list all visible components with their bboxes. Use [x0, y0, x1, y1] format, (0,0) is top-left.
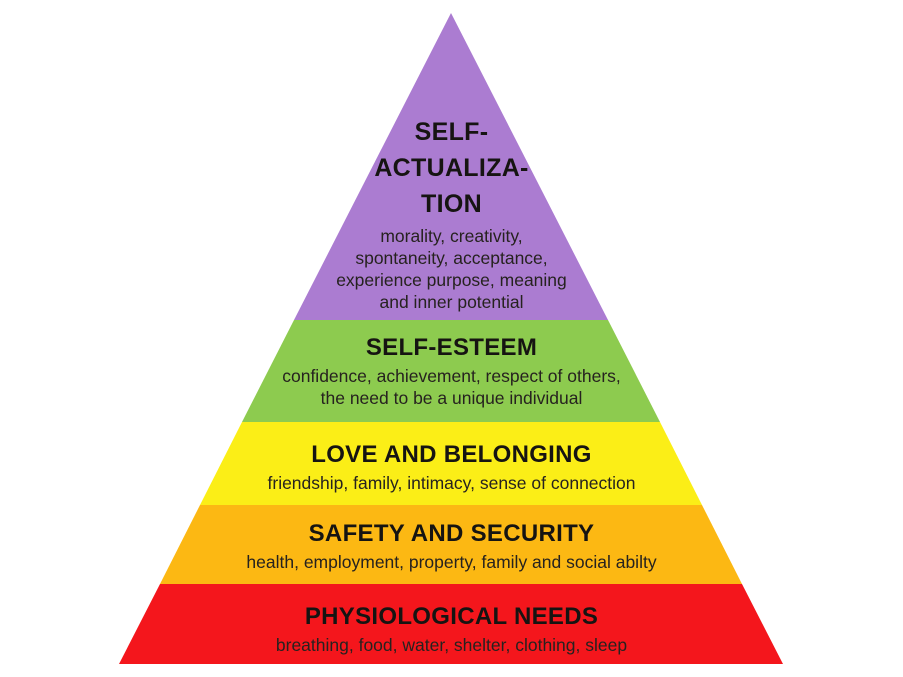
level-description-safety-and-security: health, employment, property, family and…: [246, 552, 657, 572]
pyramid-level-physiological-needs: PHYSIOLOGICAL NEEDS breathing, food, wat…: [0, 600, 903, 656]
level-heading-self-actualization: SELF- ACTUALIZA- TION: [374, 118, 529, 218]
level-heading-safety-and-security: SAFETY AND SECURITY: [308, 520, 595, 547]
pyramid-level-safety-and-security: SAFETY AND SECURITY health, employment, …: [0, 517, 903, 573]
level-heading-physiological-needs: PHYSIOLOGICAL NEEDS: [304, 603, 599, 630]
pyramid-level-self-actualization: SELF- ACTUALIZA- TION morality, creativi…: [0, 114, 903, 313]
pyramid-level-self-esteem: SELF-ESTEEM confidence, achievement, res…: [0, 331, 903, 409]
level-heading-love-and-belonging: LOVE AND BELONGING: [311, 441, 592, 468]
pyramid-level-love-and-belonging: LOVE AND BELONGING friendship, family, i…: [0, 438, 903, 494]
level-description-physiological-needs: breathing, food, water, shelter, clothin…: [275, 635, 628, 655]
level-description-love-and-belonging: friendship, family, intimacy, sense of c…: [267, 473, 636, 493]
level-heading-self-esteem: SELF-ESTEEM: [365, 334, 538, 361]
level-description-self-esteem: confidence, achievement, respect of othe…: [282, 366, 621, 408]
level-description-self-actualization: morality, creativity, spontaneity, accep…: [336, 226, 567, 312]
